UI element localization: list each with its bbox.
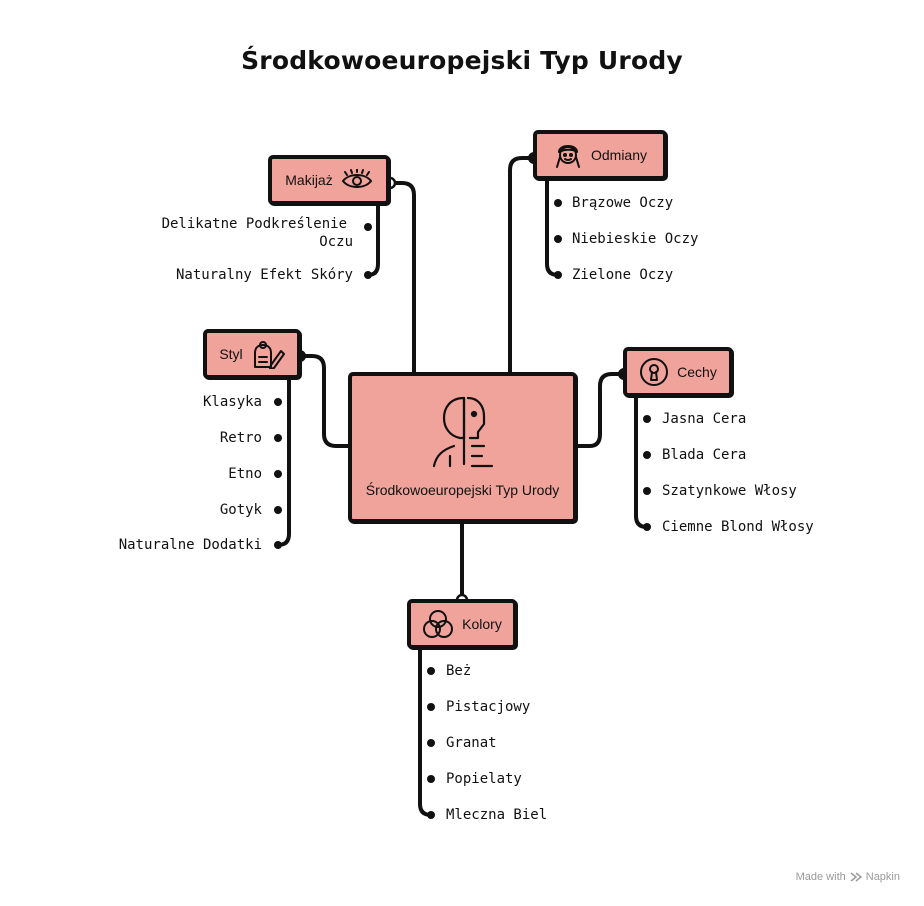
list-item: Mleczna Biel: [446, 807, 548, 823]
list-item: Naturalne Dodatki: [118, 537, 262, 553]
node-cechy[interactable]: Cechy: [623, 347, 733, 397]
list-item: Niebieskie Oczy: [572, 231, 699, 247]
eye-icon: [341, 169, 372, 188]
list-item: Gotyk: [219, 502, 262, 518]
list-item: Blada Cera: [662, 447, 747, 463]
footer-brand: Napkin: [865, 871, 900, 883]
style-pencil-icon: [253, 341, 285, 369]
node-kolory-label: Kolory: [462, 616, 502, 632]
list-item: Granat: [446, 735, 497, 751]
list-item: Beż: [446, 663, 472, 679]
keyhole-icon: [640, 358, 669, 386]
node-odmiany[interactable]: Odmiany: [533, 130, 667, 180]
list-item: Naturalny Efekt Skóry: [175, 267, 353, 283]
node-makijaz[interactable]: Makijaż: [268, 155, 390, 205]
list-item: Delikatne Podkreślenie: [161, 216, 347, 232]
diagram-title: Środkowoeuropejski Typ Urody: [241, 46, 683, 75]
list-item: Zielone Oczy: [572, 267, 674, 283]
made-with-napkin[interactable]: Made with Napkin: [796, 871, 900, 883]
footer-text: Made with: [795, 871, 846, 883]
list-item: Retro: [219, 430, 262, 446]
woman-face-icon: [555, 145, 580, 168]
list-item: Etno: [228, 466, 262, 482]
color-circles-icon: [423, 610, 454, 638]
face-split-icon: [432, 396, 494, 468]
node-styl[interactable]: Styl: [203, 329, 301, 379]
node-kolory[interactable]: Kolory: [407, 599, 517, 649]
list-item: Brązowe Oczy: [572, 195, 674, 211]
node-cechy-label: Cechy: [677, 364, 717, 380]
node-styl-label: Styl: [219, 346, 243, 362]
center-label: Środkowoeuropejski Typ Urody: [365, 482, 560, 498]
list-item: Oczu: [319, 234, 353, 250]
list-item: Jasna Cera: [662, 411, 747, 427]
list-item: Ciemne Blond Włosy: [662, 519, 814, 535]
list-item: Pistacjowy: [446, 699, 531, 715]
list-item: Klasyka: [202, 394, 262, 410]
list-item: Popielaty: [446, 771, 522, 787]
node-odmiany-label: Odmiany: [590, 147, 648, 163]
center-node[interactable]: Środkowoeuropejski Typ Urody: [348, 372, 577, 523]
napkin-logo-icon: [850, 872, 862, 882]
list-item: Szatynkowe Włosy: [662, 483, 797, 499]
node-makijaz-label: Makijaż: [285, 172, 333, 188]
bullet: [364, 223, 372, 231]
